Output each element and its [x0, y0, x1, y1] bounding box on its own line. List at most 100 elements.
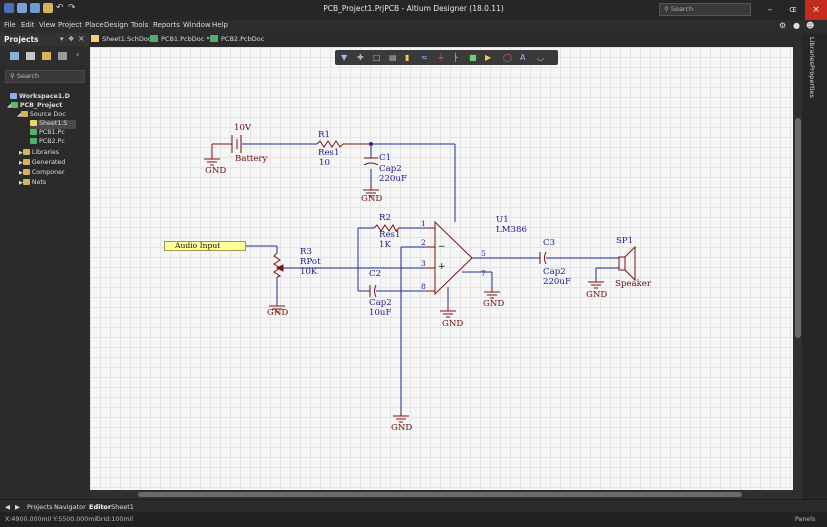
tab-navigator[interactable]: Navigator	[54, 503, 86, 511]
c3-capacitor-symbol[interactable]	[539, 251, 547, 265]
tree-item-sheet1[interactable]: Sheet1.S	[30, 120, 76, 129]
tree-item-pcb2[interactable]: PCB2.Pc	[30, 138, 65, 147]
tree-item-pcb1[interactable]: PCB1.Pc	[30, 129, 65, 138]
workspace-icon[interactable]	[10, 52, 19, 60]
r2-value-label: 1K	[379, 240, 391, 250]
tab-projects[interactable]: Projects	[27, 503, 53, 511]
tab-sheet1-schdoc[interactable]: Sheet1.SchDoc	[91, 35, 151, 43]
menu-view[interactable]: View	[39, 21, 56, 29]
menu-help[interactable]: Help	[212, 21, 228, 29]
panel-nav-left-icon[interactable]: ◀	[5, 503, 10, 511]
gnd-label-r3: GND	[267, 308, 289, 318]
tab-libraries[interactable]: Libraries	[808, 37, 816, 66]
tree-item-label: Generated	[31, 159, 66, 166]
port-icon[interactable]: ▶	[485, 53, 492, 62]
r1-resistor-symbol[interactable]	[316, 140, 347, 148]
sp1-speaker-symbol[interactable]	[618, 245, 636, 282]
r3-potentiometer-symbol[interactable]	[273, 252, 282, 278]
menu-design[interactable]: Design	[104, 21, 129, 29]
tree-item-libraries[interactable]: ▶Libraries	[19, 149, 59, 158]
menu-file[interactable]: File	[4, 21, 16, 29]
gnd-symbol-speaker[interactable]	[588, 278, 604, 289]
wire-icon[interactable]: ≈	[421, 53, 428, 62]
folder-icon[interactable]	[42, 52, 51, 60]
tab-label: Sheet1.SchDoc	[102, 35, 152, 43]
tree-item-workspace[interactable]: Workspace1.D	[10, 93, 70, 102]
r2-resistor-symbol[interactable]	[373, 224, 400, 232]
menu-place[interactable]: Place	[85, 21, 104, 29]
user-account-icon[interactable]: ☻	[806, 21, 815, 30]
tab-properties[interactable]: Properties	[808, 65, 816, 98]
menu-project[interactable]: Project	[58, 21, 82, 29]
arc-icon[interactable]: ◡	[537, 53, 544, 62]
tree-item-label: Nets	[31, 179, 47, 186]
power-port-icon[interactable]: ⏚	[437, 53, 445, 62]
panel-pin-icon[interactable]: ❖	[68, 35, 75, 43]
audio-input-net-label[interactable]: Audio Input	[164, 241, 246, 251]
tab-editor[interactable]: Editor	[89, 503, 112, 511]
toolbar-more-icon[interactable]: ‹	[76, 50, 80, 59]
align-icon[interactable]: ▤	[389, 53, 397, 62]
filter-icon[interactable]: ▼	[341, 53, 348, 62]
tree-item-generated[interactable]: ▶Generated	[19, 159, 65, 168]
gnd-symbol-r3[interactable]	[269, 302, 285, 313]
directive-icon[interactable]: ◯	[503, 53, 512, 62]
panel-menu-icon[interactable]: ▾	[60, 35, 64, 43]
tab-pcb2-pcbdoc[interactable]: PCB2.PcbDoc	[210, 35, 264, 43]
gnd-symbol-u1[interactable]	[440, 305, 456, 318]
panel-nav-right-icon[interactable]: ▶	[15, 503, 20, 511]
gnd-symbol-c1[interactable]	[363, 186, 379, 197]
move-icon[interactable]: ✚	[357, 53, 364, 62]
pin-8-label: 8	[421, 282, 426, 291]
panels-button[interactable]: Panels	[795, 516, 816, 523]
tab-sheet1[interactable]: Sheet1	[111, 503, 134, 511]
pin-3-label: 3	[421, 259, 426, 268]
gnd-symbol-pin7[interactable]	[484, 288, 500, 299]
menu-tools[interactable]: Tools	[131, 21, 149, 29]
schematic-sheet[interactable]: 10V Battery GND R1 Res1 10 C1 Cap2 220uF…	[90, 47, 793, 490]
harness-icon[interactable]: ├	[453, 53, 458, 62]
u1-lm386-amplifier-symbol[interactable]	[425, 220, 473, 296]
tab-pcb1-pcbdoc[interactable]: PCB1.PcbDoc *	[150, 35, 210, 43]
vertical-scrollbar-thumb[interactable]	[795, 118, 801, 338]
settings-gear-icon[interactable]: ⚙	[779, 21, 787, 30]
tree-item-project[interactable]: ◢PCB_Project	[7, 102, 62, 111]
tree-item-components[interactable]: ▶Componer	[19, 169, 65, 178]
gnd-symbol-bottom[interactable]	[393, 412, 409, 423]
new-file-icon[interactable]	[17, 3, 27, 13]
restore-button[interactable]: Œ	[789, 6, 797, 14]
tree-item-source-documents[interactable]: ◢Source Doc	[17, 111, 66, 120]
open-folder-icon[interactable]	[43, 3, 53, 13]
c2-capacitor-symbol[interactable]	[369, 284, 377, 298]
undo-icon[interactable]: ↶	[56, 3, 64, 13]
battery-symbol[interactable]	[211, 135, 242, 155]
menu-reports[interactable]: Reports	[153, 21, 180, 29]
gnd-label-bottom: GND	[391, 423, 413, 433]
c1-ref-label: C1	[379, 153, 392, 163]
refresh-icon[interactable]	[58, 52, 67, 60]
menu-edit[interactable]: Edit	[21, 21, 35, 29]
redo-icon[interactable]: ↷	[68, 3, 76, 13]
horizontal-scrollbar-thumb[interactable]	[138, 492, 742, 497]
project-options-icon[interactable]	[26, 52, 35, 60]
c1-capacitor-symbol[interactable]	[363, 157, 379, 166]
c1-value-label: 220uF	[379, 174, 407, 184]
select-rectangle-icon[interactable]: □	[373, 53, 381, 62]
close-button[interactable]: ×	[805, 0, 827, 20]
projects-panel-header: Projects ▾ ❖ ×	[0, 33, 89, 47]
menu-window[interactable]: Window	[183, 21, 211, 29]
gnd-symbol-battery[interactable]	[204, 155, 220, 166]
projects-search-input[interactable]: ⚲ Search	[5, 70, 85, 83]
document-tabs: Sheet1.SchDoc PCB1.PcbDoc * PCB2.PcbDoc	[89, 33, 827, 46]
text-icon[interactable]: A	[520, 53, 526, 62]
global-search-input[interactable]: ⚲ Search	[659, 3, 751, 16]
sheet-symbol-icon[interactable]: ■	[469, 53, 477, 62]
tree-item-label: Componer	[31, 169, 65, 176]
tree-item-nets[interactable]: ▶Nets	[19, 179, 46, 188]
minimize-button[interactable]: –	[767, 5, 773, 15]
place-part-icon[interactable]: ▮	[405, 53, 410, 62]
notifications-icon[interactable]: ●	[793, 21, 800, 30]
panel-close-icon[interactable]: ×	[78, 34, 85, 43]
pcb-doc-icon	[30, 129, 37, 135]
save-icon[interactable]	[30, 3, 40, 13]
